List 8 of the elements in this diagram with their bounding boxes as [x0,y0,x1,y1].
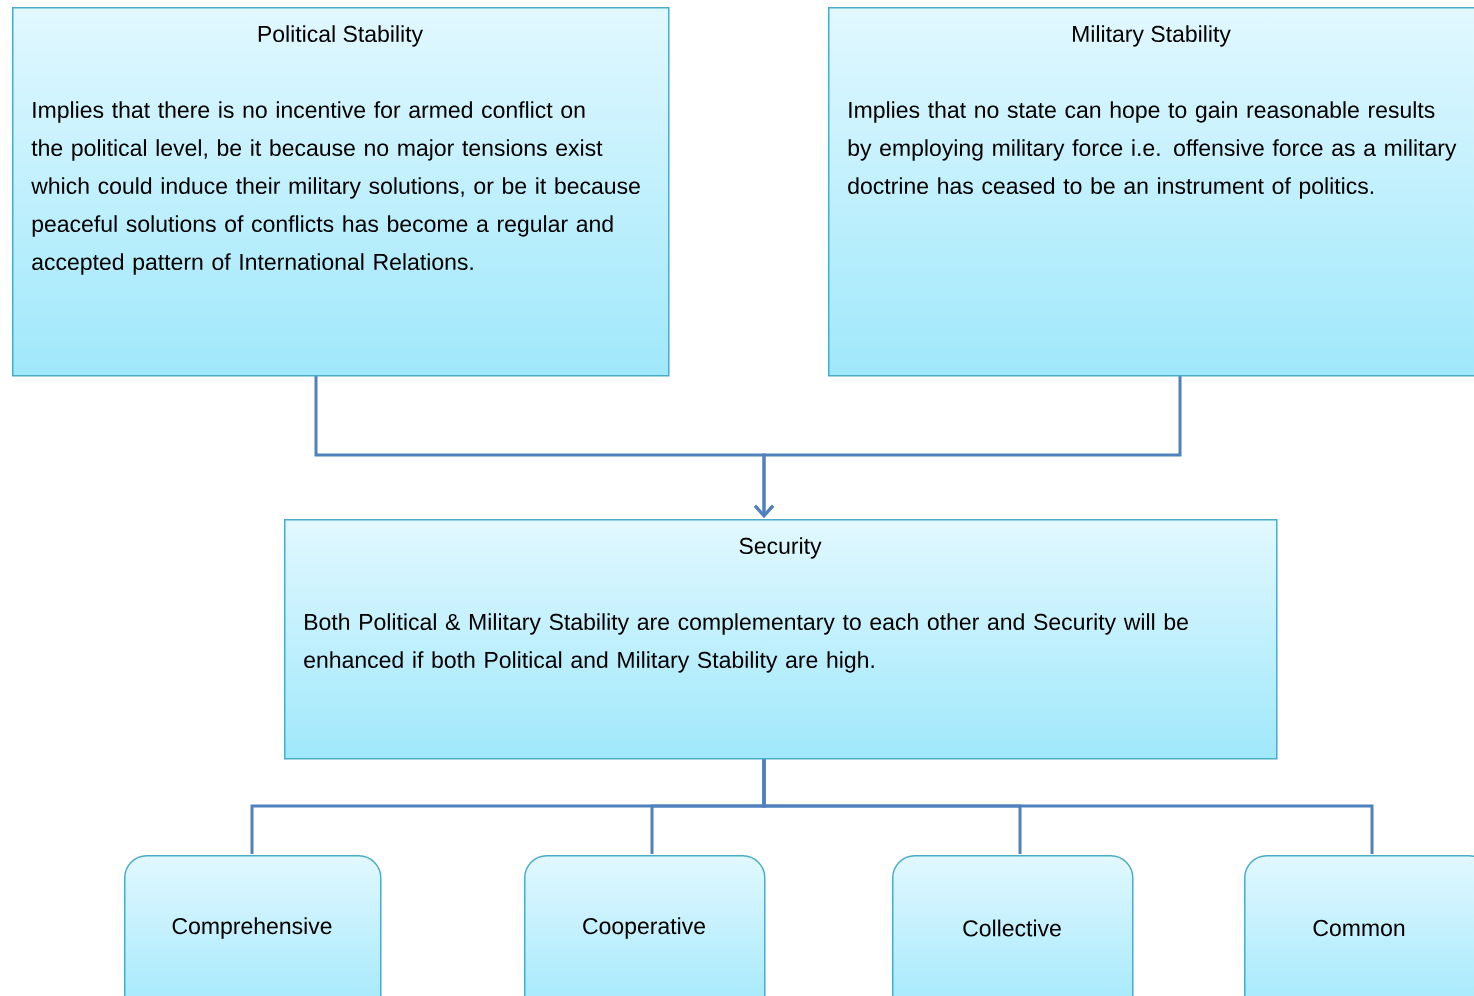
rounded-box: Collective [892,855,1134,996]
text-box: Military Stability Implies that no state can hope to gain reasonable results by employing military force i.e. offensive force as a military doctrine has ceased to be an instrument of politics. [828,7,1474,377]
text-box: Security Both Political & Military Stability are complementary to each other and Security will be enhanced if both Political and Military Stability are high. [284,519,1278,760]
connector-arrow [753,375,1182,518]
text-box: Political Stability Implies that there is no incentive for armed conflict on the political level, be it because no major tensions exist which could induce their military solutions, or be it because peaceful solutions of conflicts has become a regular and accepted pattern of International Relations. [12,7,670,377]
rounded-box: Comprehensive [124,855,382,996]
rounded-box: Common [1244,855,1474,996]
rounded-box: Cooperative [524,855,766,996]
